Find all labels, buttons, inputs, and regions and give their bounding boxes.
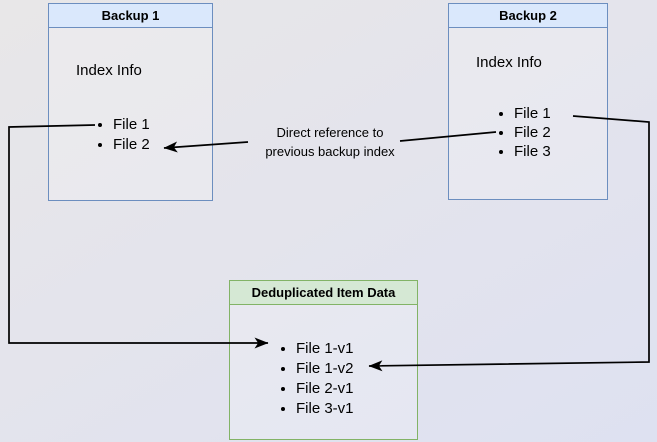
list-item: File 2	[113, 135, 212, 155]
direct-reference-label-line2: previous backup index	[265, 144, 395, 159]
backup2-file-list: File 1 File 2 File 3	[449, 104, 607, 161]
backup1-title: Backup 1	[49, 4, 212, 28]
list-item: File 1-v1	[296, 339, 417, 359]
list-item: File 1	[113, 115, 212, 135]
direct-reference-label: Direct reference to previous backup inde…	[240, 123, 420, 161]
backup1-subtitle: Index Info	[76, 62, 142, 79]
backup2-subtitle: Index Info	[476, 54, 542, 71]
direct-reference-label-line1: Direct reference to	[276, 125, 384, 140]
backup1-box: Backup 1 Index Info File 1 File 2	[48, 3, 213, 201]
backup1-file-list: File 1 File 2	[49, 115, 212, 155]
list-item: File 2-v1	[296, 379, 417, 399]
list-item: File 3-v1	[296, 399, 417, 419]
dedup-title: Deduplicated Item Data	[230, 281, 417, 305]
list-item: File 1	[514, 104, 607, 123]
list-item: File 2	[514, 123, 607, 142]
deduplicated-item-data-box: Deduplicated Item Data File 1-v1 File 1-…	[229, 280, 418, 440]
backup2-box: Backup 2 Index Info File 1 File 2 File 3	[448, 3, 608, 200]
list-item: File 3	[514, 142, 607, 161]
backup2-title: Backup 2	[449, 4, 607, 28]
dedup-file-list: File 1-v1 File 1-v2 File 2-v1 File 3-v1	[230, 339, 417, 419]
list-item: File 1-v2	[296, 359, 417, 379]
